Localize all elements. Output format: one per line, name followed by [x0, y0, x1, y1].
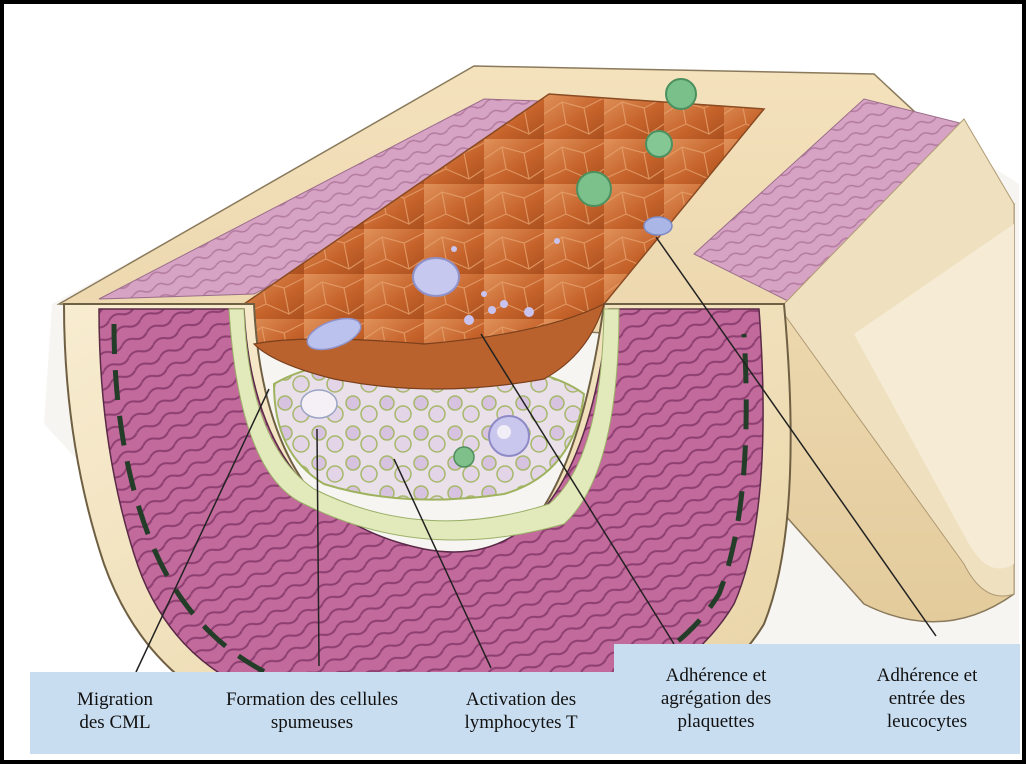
label-formation-cellules-spumeuses: Formation des cellules spumeuses	[192, 688, 432, 734]
label-adherence-leucocytes: Adhérence et entrée des leucocytes	[852, 664, 1002, 733]
label-activation-lymphocytes: Activation des lymphocytes T	[436, 688, 606, 734]
label-migration-cml: Migration des CML	[50, 688, 180, 734]
label-adherence-plaquettes: Adhérence et agrégation des plaquettes	[636, 664, 796, 733]
